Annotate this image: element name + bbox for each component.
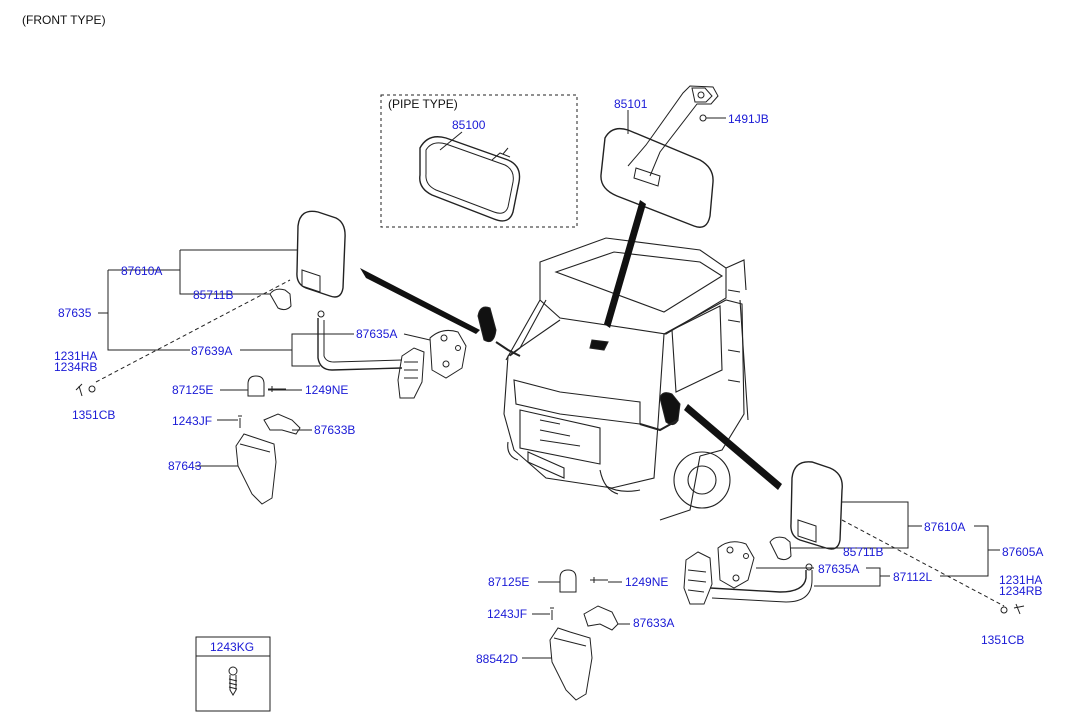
label-1243kg[interactable]: 1243KG bbox=[210, 640, 255, 654]
label-87605a[interactable]: 87605A bbox=[1002, 545, 1044, 559]
label-85101[interactable]: 85101 bbox=[614, 97, 648, 111]
label-87125e-right[interactable]: 87125E bbox=[488, 575, 530, 589]
bolt-1231ha-right bbox=[1013, 603, 1025, 615]
label-1231ha-left[interactable]: 1231HA bbox=[54, 349, 98, 363]
inner-mirror-85100 bbox=[419, 136, 521, 222]
label-87635[interactable]: 87635 bbox=[58, 306, 92, 320]
cover-87643 bbox=[235, 433, 277, 505]
screw-1249ne-left bbox=[268, 386, 286, 392]
screw-1243jf-left bbox=[238, 415, 242, 428]
nut-1351cb-right bbox=[1000, 606, 1008, 614]
label-87643[interactable]: 87643 bbox=[168, 459, 202, 473]
screw-1249ne-right bbox=[590, 577, 608, 583]
label-87633b[interactable]: 87633B bbox=[314, 423, 356, 437]
right-mirror-arm bbox=[683, 541, 813, 605]
label-87610a-right[interactable]: 87610A bbox=[924, 520, 966, 534]
label-85100[interactable]: 85100 bbox=[452, 118, 486, 132]
pipe-type-box bbox=[380, 94, 578, 228]
label-1234rb-right[interactable]: 1234RB bbox=[999, 584, 1043, 598]
bolt-1231ha-left bbox=[75, 383, 83, 397]
truck-cab bbox=[503, 237, 749, 521]
label-1249ne-left[interactable]: 1249NE bbox=[305, 383, 349, 397]
bracket-87633b bbox=[263, 413, 301, 435]
label-87639a[interactable]: 87639A bbox=[191, 344, 233, 358]
label-1249ne-right[interactable]: 1249NE bbox=[625, 575, 669, 589]
cap-87125e-right bbox=[559, 569, 577, 593]
label-87125e-left[interactable]: 87125E bbox=[172, 383, 214, 397]
label-88542d[interactable]: 88542D bbox=[476, 652, 519, 666]
screw-1243jf-right bbox=[550, 607, 554, 620]
label-1491jb[interactable]: 1491JB bbox=[728, 112, 769, 126]
label-1243jf-right[interactable]: 1243JF bbox=[487, 607, 528, 621]
cover-88542d bbox=[549, 627, 593, 701]
label-87635a-right[interactable]: 87635A bbox=[818, 562, 860, 576]
bracket-87633a bbox=[583, 605, 619, 631]
legend-box bbox=[195, 636, 271, 712]
label-1351cb-right[interactable]: 1351CB bbox=[981, 633, 1025, 647]
label-87112l[interactable]: 87112L bbox=[893, 570, 933, 584]
label-1243jf-left[interactable]: 1243JF bbox=[172, 414, 213, 428]
label-1351cb-left[interactable]: 1351CB bbox=[72, 408, 116, 422]
label-87610a-left[interactable]: 87610A bbox=[121, 264, 163, 278]
left-mirror-arm bbox=[317, 310, 467, 399]
left-mirror-head bbox=[269, 210, 346, 311]
cap-87125e-left bbox=[247, 375, 265, 397]
inner-mirror-85101 bbox=[600, 85, 719, 228]
label-85711b-right[interactable]: 85711B bbox=[843, 545, 884, 559]
label-1234rb-left[interactable]: 1234RB bbox=[54, 360, 98, 374]
right-mirror-head bbox=[769, 461, 843, 561]
label-87635a-left[interactable]: 87635A bbox=[356, 327, 398, 341]
page-title: (FRONT TYPE) bbox=[22, 13, 106, 27]
nut-1351cb-left bbox=[88, 385, 96, 393]
label-1231ha-right[interactable]: 1231HA bbox=[999, 573, 1043, 587]
screw-1243kg-icon bbox=[228, 666, 238, 696]
pipe-type-caption: (PIPE TYPE) bbox=[388, 97, 458, 111]
truck-left-mirror bbox=[477, 306, 497, 343]
label-87633a[interactable]: 87633A bbox=[633, 616, 675, 630]
label-85711b-left[interactable]: 85711B bbox=[193, 288, 234, 302]
